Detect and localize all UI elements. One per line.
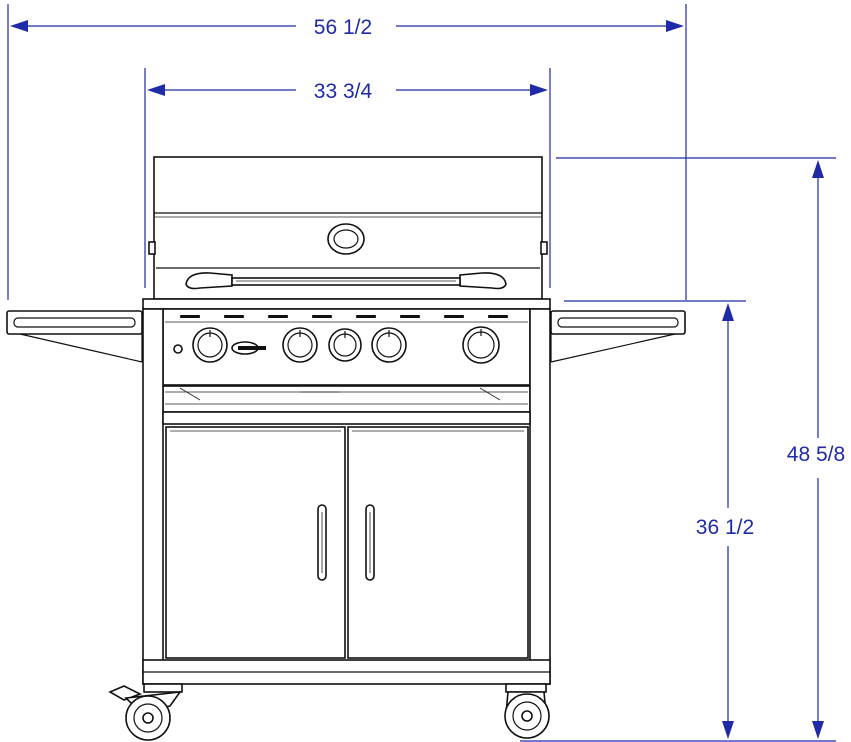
burner-knob-icon: [371, 327, 407, 363]
burner-knob-icon: [192, 327, 228, 363]
arrow-down: [722, 721, 734, 739]
burner-knob-icon: [328, 328, 362, 362]
arrow-left: [10, 20, 28, 32]
thermometer-icon: [327, 223, 365, 255]
arrow-up: [722, 303, 734, 321]
arrow-up: [812, 160, 824, 178]
drip-tray: [162, 385, 531, 413]
grill-drawing: [6, 156, 686, 741]
dimension-hood-width: 33 3/4: [144, 68, 551, 288]
right-caster: [504, 683, 550, 739]
hood-width-label: 33 3/4: [314, 80, 373, 103]
dimension-counter-height: 36 1/2: [564, 300, 754, 739]
arrow-left: [147, 84, 165, 96]
arrow-right: [666, 20, 684, 32]
arrow-right: [530, 84, 548, 96]
door-handle-left: [317, 504, 327, 581]
left-caster: [108, 683, 183, 741]
burner-knob-icon: [282, 327, 318, 363]
right-side-shelf: [550, 310, 686, 363]
control-panel: [142, 298, 551, 386]
counter-height-label: 36 1/2: [696, 516, 754, 539]
door-handle-right: [365, 504, 375, 581]
overall-width-label: 56 1/2: [314, 16, 372, 39]
cabinet-doors: [165, 426, 529, 659]
brand-logo: [231, 341, 266, 355]
arrow-down: [812, 721, 824, 739]
dimension-overall-width: 56 1/2: [7, 4, 687, 300]
dimension-overall-height: 48 5/8: [520, 157, 845, 742]
ignition-button-icon: [173, 344, 183, 354]
panel-vents: [180, 315, 508, 318]
burner-knob-icon: [462, 326, 500, 364]
hood-handle: [185, 272, 507, 290]
left-side-shelf: [6, 310, 143, 363]
overall-height-label: 48 5/8: [787, 443, 845, 466]
hood: [148, 156, 548, 300]
